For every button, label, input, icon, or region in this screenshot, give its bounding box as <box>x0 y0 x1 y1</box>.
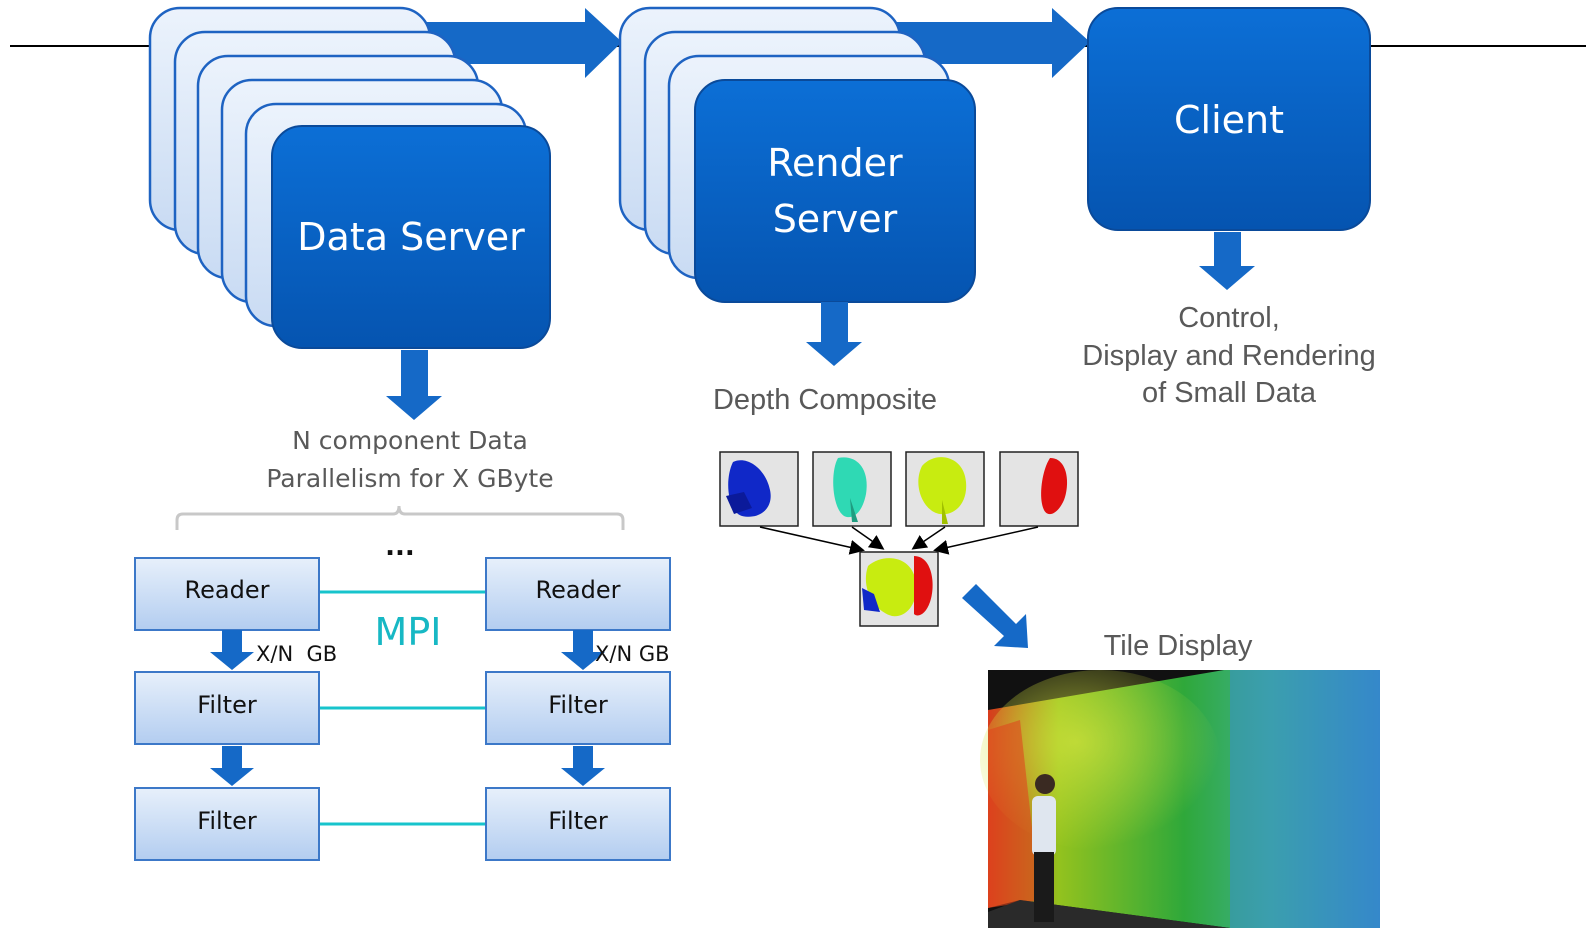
client-title: Client <box>1173 98 1284 142</box>
composite-arrows <box>759 526 1039 555</box>
left-filter-node-2: Filter <box>197 807 257 835</box>
tile-display-photo <box>980 670 1380 928</box>
transfer-label-right: X/N GB <box>595 642 670 666</box>
pipeline-brace <box>175 505 625 530</box>
left-filter-node-1: Filter <box>197 691 257 719</box>
client-caption-line1: Control, <box>1178 302 1280 334</box>
client-down-arrow <box>1199 232 1255 290</box>
data-server-down-arrow <box>386 350 442 420</box>
client-caption-line3: of Small Data <box>1141 377 1317 409</box>
data-caption-line2: Parallelism for X GByte <box>266 464 554 493</box>
depth-composite-caption: Depth Composite <box>712 384 938 416</box>
composite-result-thumbnail <box>859 551 939 627</box>
mpi-label: MPI <box>374 610 442 654</box>
transfer-label-left: X/N GB <box>256 642 338 666</box>
mpi-links <box>318 590 486 826</box>
flow-arrow-data-to-render <box>420 8 622 78</box>
pipeline-right <box>485 557 671 861</box>
pipeline-left <box>134 557 320 861</box>
pipeline-arrows <box>210 630 605 786</box>
pipeline-ellipsis: ... <box>385 532 415 562</box>
client-caption-line2: Display and Rendering <box>1082 340 1376 372</box>
render-server-down-arrow <box>806 302 862 366</box>
right-reader-node: Reader <box>535 576 621 604</box>
data-server-title: Data Server <box>297 215 525 259</box>
client-box <box>1087 7 1371 231</box>
render-server-title-line1: Render <box>767 141 903 185</box>
depth-thumbnails <box>719 451 1079 527</box>
tile-display-arrow <box>962 584 1028 648</box>
right-filter-node-2: Filter <box>548 807 608 835</box>
flow-arrow-render-to-client <box>890 8 1090 78</box>
tile-display-caption: Tile Display <box>1103 630 1253 662</box>
right-filter-node-1: Filter <box>548 691 608 719</box>
data-caption-line1: N component Data <box>292 426 528 455</box>
data-server-box <box>271 125 551 349</box>
left-reader-node: Reader <box>184 576 270 604</box>
render-server-title-line2: Server <box>772 197 898 241</box>
